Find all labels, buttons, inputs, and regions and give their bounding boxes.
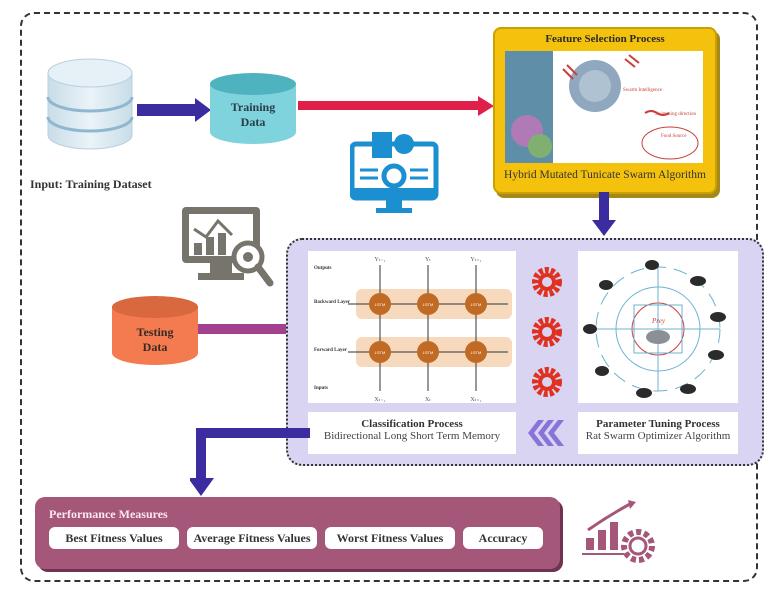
training-data-line2: Data <box>240 115 266 129</box>
classification-card: Classification Process Bidirectional Lon… <box>308 412 516 454</box>
gears-column <box>532 267 562 397</box>
feature-selection-title: Feature Selection Process <box>545 33 665 45</box>
svg-text:Xₜ₋₁: Xₜ₋₁ <box>374 397 385 403</box>
training-data-cylinder <box>210 73 296 144</box>
lstm-cell <box>417 341 439 363</box>
inputs-row-label: Inputs <box>314 386 328 391</box>
food-source-annotation: Food Source <box>661 134 687 139</box>
tunicate-swarm-illustration: Swarm Intelligence Swimming direction Fo… <box>505 51 699 163</box>
tunicate-illustration: Swarm Intelligence Swimming direction Fo… <box>505 51 703 163</box>
rat-icon <box>595 366 609 376</box>
classification-subtitle: Bidirectional Long Short Term Memory <box>323 430 501 442</box>
svg-text:Xₜ: Xₜ <box>425 397 431 403</box>
arrow-to-parameter-tuning <box>592 192 616 236</box>
rat-icon <box>710 312 726 322</box>
feature-selection-box: Feature Selection Process Swarm Intellig… <box>493 27 717 194</box>
arrow-to-feature-selection <box>298 96 494 116</box>
testing-data-line1: Testing <box>136 325 174 339</box>
svg-text:Yₜ₋₁: Yₜ₋₁ <box>374 257 385 263</box>
svg-text:LSTM: LSTM <box>423 302 434 307</box>
chevrons-left-icon <box>528 420 564 446</box>
input-dataset-label: Input: Training Dataset <box>30 177 152 191</box>
rat-icon <box>690 276 706 286</box>
bilstm-diagram: LSTM LSTM LSTM LSTM LSTM LSTM Outputs Backwa… <box>308 251 516 403</box>
rat-icon <box>636 388 652 398</box>
rat-swarm-diagram: Prey <box>578 251 738 403</box>
rat-icon <box>680 384 696 394</box>
svg-text:Xₜ₊₁: Xₜ₊₁ <box>470 397 481 403</box>
svg-text:LSTM: LSTM <box>375 350 386 355</box>
parameter-tuning-card: Parameter Tuning Process Rat Swarm Optim… <box>578 412 738 454</box>
parameter-tuning-title: Parameter Tuning Process <box>596 418 720 430</box>
performance-measures-box: Performance Measures Best Fitness Values… <box>35 497 560 569</box>
svg-text:Yₜ: Yₜ <box>425 257 431 263</box>
testing-data-cylinder <box>112 296 198 365</box>
svg-text:Yₜ₊₁: Yₜ₊₁ <box>470 257 481 263</box>
outputs-row-label: Outputs <box>314 266 332 271</box>
measure-average-fitness: Average Fitness Values <box>187 527 317 549</box>
svg-text:LSTM: LSTM <box>471 302 482 307</box>
lstm-cell <box>465 341 487 363</box>
forward-row-label: Forward Layer <box>314 348 348 353</box>
performance-title: Performance Measures <box>49 507 168 521</box>
measure-accuracy: Accuracy <box>463 527 543 549</box>
swimming-direction-annotation: Swimming direction <box>655 112 696 117</box>
feature-selection-subtitle: Hybrid Mutated Tunicate Swarm Algorithm <box>504 169 706 181</box>
model-panel: LSTM LSTM LSTM LSTM LSTM LSTM Outputs Backwa… <box>286 238 764 466</box>
rat-icon <box>583 324 597 334</box>
chart-growth-gear-icon <box>582 500 655 563</box>
svg-text:LSTM: LSTM <box>471 350 482 355</box>
pigeon-icon <box>646 330 670 344</box>
rat-icon <box>645 260 659 270</box>
swarm-intelligence-annotation: Swarm Intelligence <box>623 88 663 93</box>
prey-label: Prey <box>651 317 666 325</box>
training-data-label: Training Data <box>208 100 298 130</box>
gear-icon <box>532 267 562 297</box>
rat-icon <box>708 350 724 360</box>
lstm-cell <box>369 293 391 315</box>
database-icon <box>46 58 134 150</box>
measure-best-fitness: Best Fitness Values <box>49 527 179 549</box>
testing-data-label: Testing Data <box>110 325 200 355</box>
rat-icon <box>599 280 613 290</box>
arrow-to-training <box>137 98 211 122</box>
lstm-cell <box>369 341 391 363</box>
gear-icon <box>532 317 562 347</box>
gear-icon <box>532 367 562 397</box>
measure-worst-fitness: Worst Fitness Values <box>325 527 455 549</box>
arrow-to-performance <box>190 428 310 496</box>
svg-text:LSTM: LSTM <box>375 302 386 307</box>
parameter-tuning-subtitle: Rat Swarm Optimizer Algorithm <box>585 430 731 442</box>
monitor-settings-icon <box>350 132 439 213</box>
testing-data-line2: Data <box>142 340 168 354</box>
classification-title: Classification Process <box>361 418 463 430</box>
lstm-cell <box>417 293 439 315</box>
analytics-search-icon <box>182 207 274 287</box>
lstm-cell <box>465 293 487 315</box>
training-data-line1: Training <box>230 100 276 114</box>
backward-row-label: Backward Layer <box>314 300 351 305</box>
svg-text:LSTM: LSTM <box>423 350 434 355</box>
